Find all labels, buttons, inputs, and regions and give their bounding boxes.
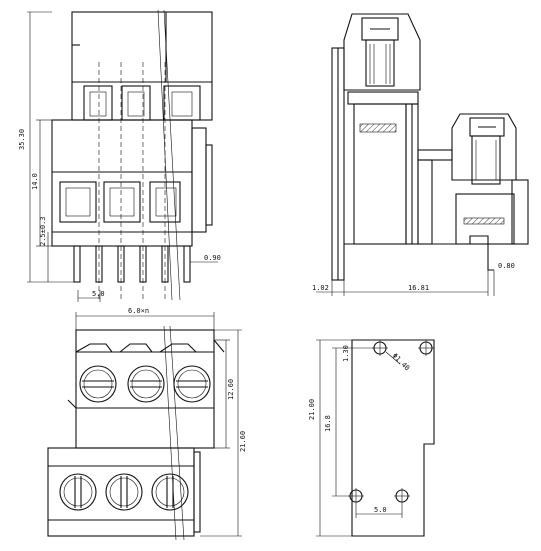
dim-pcb-pitch: 5.0 <box>374 506 387 514</box>
dim-pcb-h1: 21.00 <box>308 399 316 420</box>
dim-pcb-small: 1.30 <box>342 345 350 362</box>
dim-height-body: 14.0 <box>31 173 39 190</box>
dim-pitch-front: 5.0 <box>92 290 105 298</box>
pcb-layout <box>316 339 435 537</box>
dim-top-outer: 21.60 <box>239 431 247 452</box>
screw-row-upper <box>79 365 211 403</box>
screw-row-lower <box>59 473 189 511</box>
dim-side-width: 16.81 <box>408 284 429 292</box>
dim-height-total: 35.30 <box>18 129 26 150</box>
dim-top-inner: 12.60 <box>227 379 235 400</box>
front-view <box>27 9 218 302</box>
dim-side-left: 1.02 <box>312 284 329 292</box>
dim-pcb-h2: 16.8 <box>324 415 332 432</box>
dim-pin-width: 0.90 <box>204 254 221 262</box>
dim-top-width: 6.0×n <box>128 307 149 315</box>
side-view <box>316 13 529 296</box>
top-view <box>47 312 242 541</box>
dim-side-right: 0.80 <box>498 262 515 270</box>
dim-pin: 2.5±0.3 <box>39 216 47 246</box>
dim-pcb-hole: Φ1.40 <box>391 352 412 373</box>
